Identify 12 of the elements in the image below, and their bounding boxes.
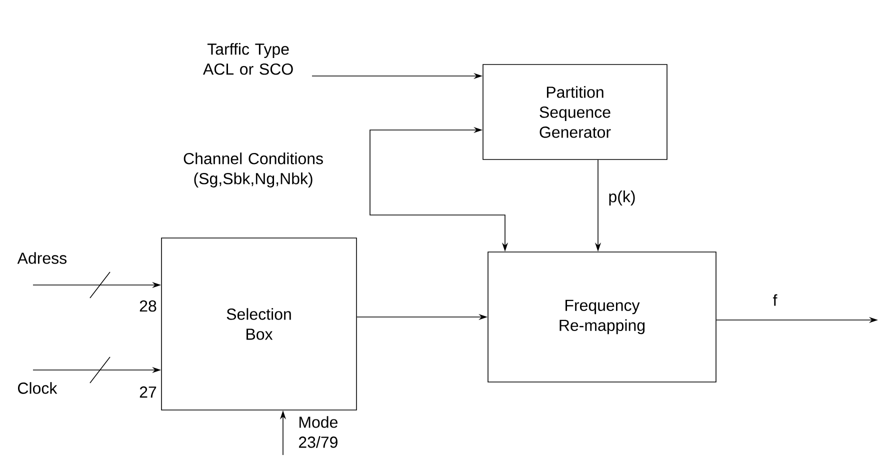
input-label: Mode 23/79 bbox=[298, 416, 338, 448]
input-label: Clock bbox=[18, 382, 58, 394]
process-box: Frequency Re-mapping bbox=[488, 252, 716, 382]
input-label: Channel Conditions (Sg,Sbk,Ng,Nbk) bbox=[184, 152, 323, 188]
process-box: Selection Box bbox=[161, 238, 357, 410]
process-box: Partition Sequence Generator bbox=[482, 64, 668, 160]
edge-label: 28 bbox=[140, 300, 156, 312]
input-label: Adress bbox=[17, 252, 66, 264]
edge-label: p(k) bbox=[609, 190, 635, 206]
input-label: Tarffic Type ACL or SCO bbox=[203, 43, 293, 75]
edge-label: f bbox=[773, 294, 778, 306]
edge-label: 27 bbox=[140, 386, 156, 398]
